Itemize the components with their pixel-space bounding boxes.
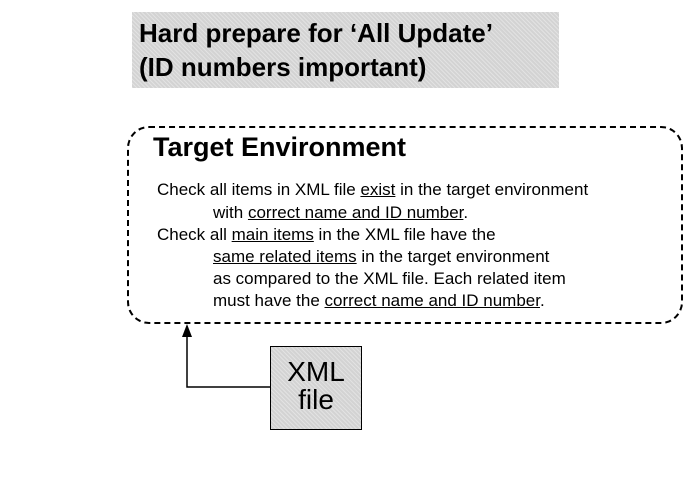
check-main-items-line-2: same related items in the target environ… <box>213 245 549 268</box>
text-segment: in the XML file have the <box>313 225 496 244</box>
check-items-line-2: with correct name and ID number. <box>213 201 468 224</box>
text-segment: must have the <box>213 291 325 310</box>
arrowhead-up <box>182 324 192 337</box>
check-main-items-line-3: as compared to the XML file. Each relate… <box>213 267 566 290</box>
text-segment: in the target environment <box>356 247 550 266</box>
title-box: Hard prepare for ‘All Update’ (ID number… <box>132 12 559 88</box>
underlined-text: exist <box>360 180 396 199</box>
underlined-text: main items <box>231 225 314 244</box>
check-items-line-1: Check all items in XML file exist in the… <box>157 178 588 201</box>
xml-file-label-line-2: file <box>298 384 334 415</box>
target-environment-box <box>127 126 683 324</box>
underlined-text: same related items <box>213 247 357 266</box>
text-segment: as compared to the XML file. Each relate… <box>213 269 566 288</box>
text-segment: Check all <box>157 225 232 244</box>
title-line-2: (ID numbers important) <box>139 52 427 82</box>
title-line-1: Hard prepare for ‘All Update’ <box>139 18 493 48</box>
xml-file-box: XML file <box>270 346 362 430</box>
underlined-text: correct name and ID number <box>324 291 540 310</box>
target-environment-heading: Target Environment <box>153 132 407 162</box>
text-segment: . <box>463 203 469 222</box>
check-main-items-line-4: must have the correct name and ID number… <box>213 289 545 312</box>
check-main-items-line-1: Check all main items in the XML file hav… <box>157 223 496 246</box>
xml-file-label-line-1: XML <box>287 356 345 387</box>
text-segment: with <box>213 203 248 222</box>
connector-line <box>186 336 270 388</box>
text-segment: Check all items in XML file <box>157 180 361 199</box>
underlined-text: correct name and ID number <box>247 203 464 222</box>
text-segment: . <box>539 291 545 310</box>
text-segment: in the target environment <box>395 180 589 199</box>
